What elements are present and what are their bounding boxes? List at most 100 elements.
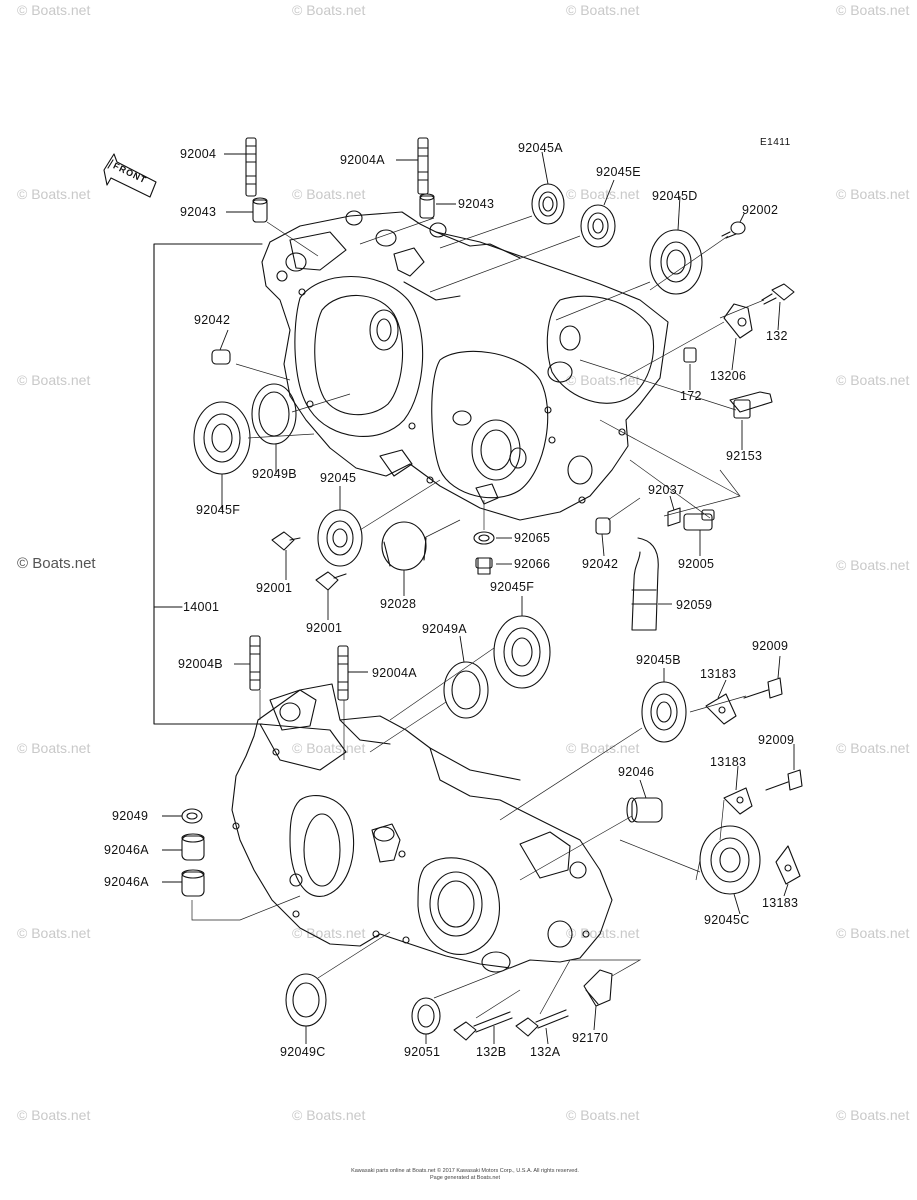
part-label-132B[interactable]: 132B <box>476 1045 507 1059</box>
assembly-bracket <box>153 243 263 725</box>
part-label-92001[interactable]: 92001 <box>256 581 293 595</box>
washer-92065 <box>473 531 495 545</box>
part-label-92170[interactable]: 92170 <box>572 1031 609 1045</box>
part-label-92045E[interactable]: 92045E <box>596 165 641 179</box>
part-label-92045D[interactable]: 92045D <box>652 189 698 203</box>
pin-92042-lower <box>595 517 611 535</box>
part-label-92045[interactable]: 92045 <box>320 471 357 485</box>
bearing-92045 <box>317 509 363 567</box>
part-label-92045B[interactable]: 92045B <box>636 653 681 667</box>
oil-seal-92049A <box>443 661 489 719</box>
fitting-92153 <box>729 391 773 419</box>
clamp-92037 <box>667 507 681 527</box>
part-label-92005[interactable]: 92005 <box>678 557 715 571</box>
part-label-92046A[interactable]: 92046A <box>104 875 149 889</box>
plug-172 <box>683 347 697 363</box>
watermark: © Boats.net <box>292 186 366 202</box>
needle-bearing-92046A-b <box>181 869 205 897</box>
bolt-132 <box>761 283 795 305</box>
dowel-92043-left <box>252 197 268 223</box>
stud-92004B <box>249 635 261 691</box>
oil-seal-92051 <box>411 997 441 1035</box>
part-label-92066[interactable]: 92066 <box>514 557 551 571</box>
oil-seal-92049 <box>181 808 203 824</box>
watermark: © Boats.net <box>566 2 640 18</box>
watermark: © Boats.net <box>836 186 910 202</box>
part-label-13183[interactable]: 13183 <box>710 755 747 769</box>
figure-code: E1411 <box>760 137 791 148</box>
clamp-92170 <box>583 969 613 1007</box>
bearing-92045C <box>699 825 761 895</box>
part-label-92042[interactable]: 92042 <box>582 557 619 571</box>
part-label-13183[interactable]: 13183 <box>700 667 737 681</box>
part-label-92046A[interactable]: 92046A <box>104 843 149 857</box>
part-label-92004[interactable]: 92004 <box>180 147 217 161</box>
stud-92004 <box>245 137 257 197</box>
watermark: © Boats.net <box>292 740 366 756</box>
part-label-92045F[interactable]: 92045F <box>196 503 241 517</box>
part-label-92153[interactable]: 92153 <box>726 449 763 463</box>
watermark: © Boats.net <box>836 1107 910 1123</box>
watermark: © Boats.net <box>292 1107 366 1123</box>
watermark: © Boats.net <box>836 372 910 388</box>
pin-92042-upper <box>211 349 231 365</box>
plug-92066 <box>475 557 493 575</box>
part-label-92059[interactable]: 92059 <box>676 598 713 612</box>
part-label-92051[interactable]: 92051 <box>404 1045 441 1059</box>
part-label-92042[interactable]: 92042 <box>194 313 231 327</box>
part-label-92002[interactable]: 92002 <box>742 203 779 217</box>
part-label-92049B[interactable]: 92049B <box>252 467 297 481</box>
part-label-92004A[interactable]: 92004A <box>340 153 385 167</box>
part-label-92045F[interactable]: 92045F <box>490 580 535 594</box>
upper-crankcase-drawing <box>261 210 669 521</box>
footer-line-1: Kawasaki parts online at Boats.net © 201… <box>351 1168 579 1174</box>
watermark: © Boats.net <box>17 555 96 572</box>
part-label-92037[interactable]: 92037 <box>648 483 685 497</box>
part-label-92009[interactable]: 92009 <box>758 733 795 747</box>
watermark: © Boats.net <box>17 925 91 941</box>
watermark: © Boats.net <box>17 2 91 18</box>
fitting-92005 <box>683 509 715 531</box>
part-label-92049A[interactable]: 92049A <box>422 622 467 636</box>
watermark: © Boats.net <box>566 372 640 388</box>
bearing-92045A <box>531 183 565 225</box>
bearing-92045E <box>580 204 616 248</box>
part-label-92001[interactable]: 92001 <box>306 621 343 635</box>
copyright-footer: Kawasaki parts online at Boats.net © 201… <box>350 1168 580 1181</box>
watermark: © Boats.net <box>566 740 640 756</box>
bolt-92001-a <box>271 531 301 551</box>
part-label-92009[interactable]: 92009 <box>752 639 789 653</box>
watermark: © Boats.net <box>292 2 366 18</box>
watermark: © Boats.net <box>17 1107 91 1123</box>
part-label-92028[interactable]: 92028 <box>380 597 417 611</box>
watermark: © Boats.net <box>292 925 366 941</box>
part-label-14001[interactable]: 14001 <box>183 600 220 614</box>
bearing-92045F-mid <box>493 615 551 689</box>
needle-bearing-92046 <box>626 797 663 823</box>
part-label-132[interactable]: 132 <box>766 329 788 343</box>
bolt-92001-b <box>315 571 347 591</box>
plate-13206 <box>723 303 753 339</box>
part-label-13183[interactable]: 13183 <box>762 896 799 910</box>
watermark: © Boats.net <box>566 186 640 202</box>
bolt-132B <box>453 1011 513 1041</box>
part-label-92045C[interactable]: 92045C <box>704 913 750 927</box>
watermark: © Boats.net <box>566 1107 640 1123</box>
part-label-92045A[interactable]: 92045A <box>518 141 563 155</box>
part-label-92049[interactable]: 92049 <box>112 809 149 823</box>
part-label-92043[interactable]: 92043 <box>458 197 495 211</box>
screw-92009-b <box>765 769 803 791</box>
part-label-92043[interactable]: 92043 <box>180 205 217 219</box>
watermark: © Boats.net <box>836 925 910 941</box>
part-label-92049C[interactable]: 92049C <box>280 1045 326 1059</box>
part-label-13206[interactable]: 13206 <box>710 369 747 383</box>
collar-92028 <box>381 521 427 571</box>
part-label-92004A[interactable]: 92004A <box>372 666 417 680</box>
part-label-92046[interactable]: 92046 <box>618 765 655 779</box>
part-label-92004B[interactable]: 92004B <box>178 657 223 671</box>
part-label-172[interactable]: 172 <box>680 389 702 403</box>
part-label-92065[interactable]: 92065 <box>514 531 551 545</box>
part-label-132A[interactable]: 132A <box>530 1045 561 1059</box>
screw-92002 <box>721 221 746 239</box>
